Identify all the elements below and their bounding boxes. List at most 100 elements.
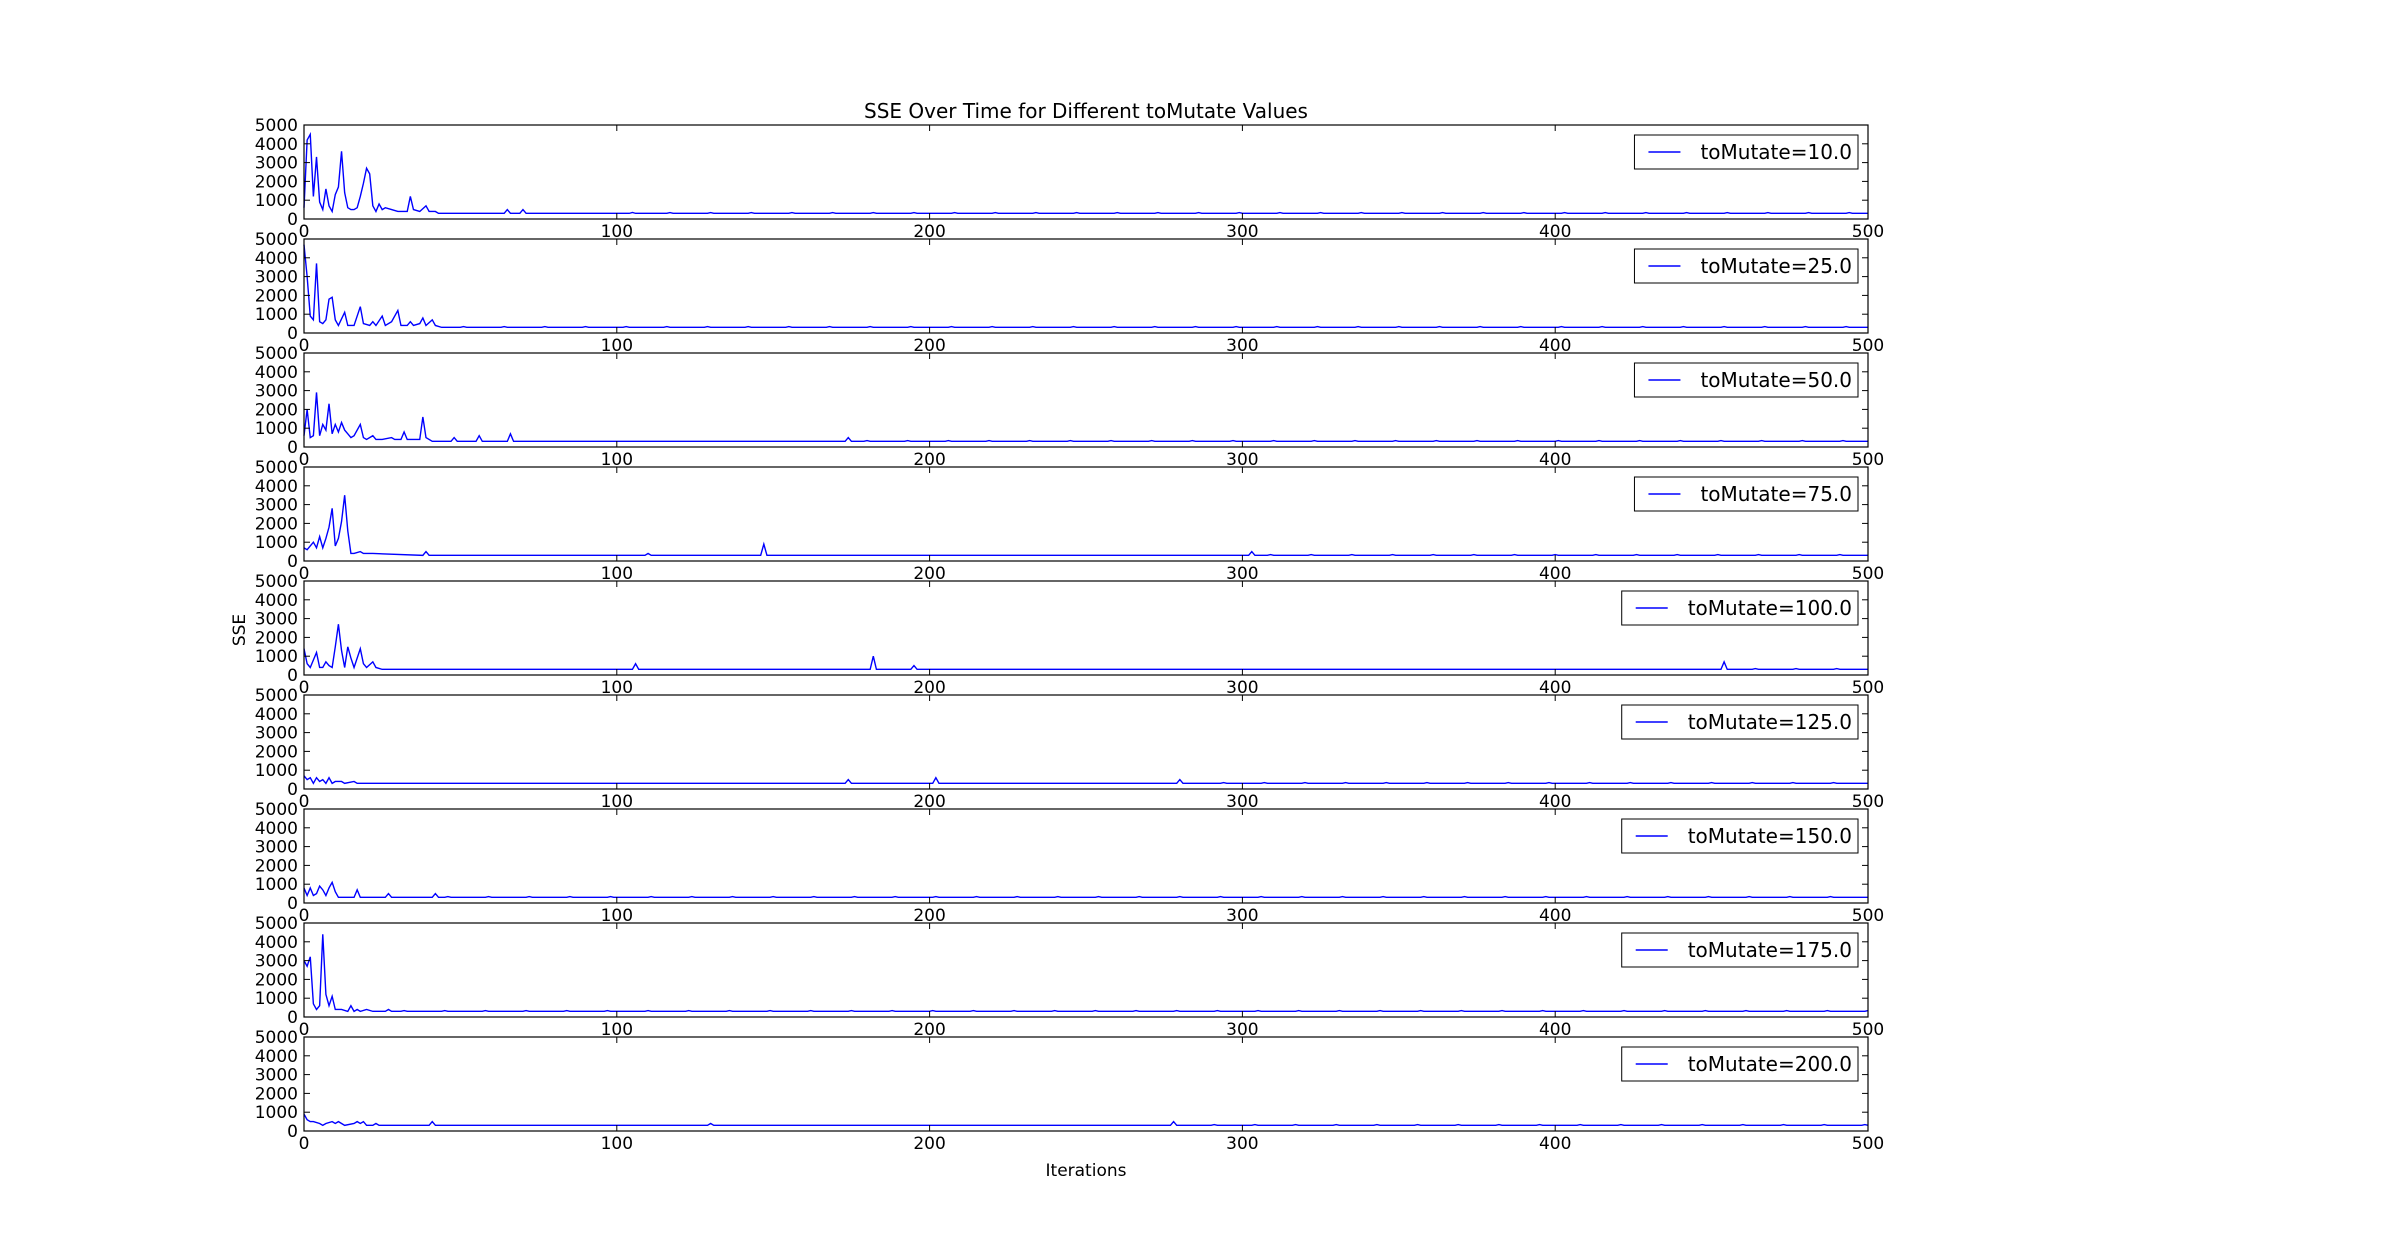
x-tick-label: 200 (913, 336, 945, 356)
legend: toMutate=125.0 (1621, 704, 1859, 740)
y-tick-label: 3000 (255, 1066, 298, 1086)
y-tick-label: 0 (287, 1008, 298, 1028)
y-tick-label: 0 (287, 666, 298, 686)
x-tick-label: 100 (601, 906, 633, 926)
y-tick-label: 3000 (255, 268, 298, 288)
legend: toMutate=200.0 (1621, 1046, 1859, 1082)
y-tick-label: 5000 (255, 458, 298, 478)
series-line (303, 624, 1868, 671)
x-tick-label: 200 (913, 1020, 945, 1040)
y-tick-label: 0 (287, 438, 298, 458)
axes-frame (303, 124, 1869, 220)
y-tick-label: 3000 (255, 952, 298, 972)
x-tick-label: 400 (1539, 792, 1571, 812)
x-tick-label: 300 (1226, 792, 1258, 812)
y-tick-label: 3000 (255, 724, 298, 744)
x-tick-label: 400 (1539, 906, 1571, 926)
x-tick-label: 500 (1852, 678, 1884, 698)
x-tick-label: 400 (1539, 1134, 1571, 1154)
y-tick-label: 5000 (255, 1028, 298, 1048)
x-tick-label: 300 (1226, 222, 1258, 242)
axes-frame (303, 694, 1869, 790)
x-tick-label: 300 (1226, 1020, 1258, 1040)
x-tick-label: 0 (299, 1020, 310, 1040)
y-tick-label: 4000 (255, 933, 298, 953)
series-line (303, 495, 1868, 557)
x-tick-label: 100 (601, 1134, 633, 1154)
series-line (303, 934, 1869, 1013)
legend-label: toMutate=10.0 (1700, 140, 1852, 164)
legend: toMutate=100.0 (1621, 590, 1859, 626)
series-line (303, 775, 1868, 785)
x-tick-label: 100 (601, 336, 633, 356)
legend: toMutate=50.0 (1633, 362, 1859, 398)
x-tick-label: 100 (601, 222, 633, 242)
y-tick-label: 0 (287, 894, 298, 914)
y-tick-label: 0 (287, 210, 298, 230)
y-tick-label: 1000 (255, 419, 298, 439)
legend-label: toMutate=175.0 (1688, 938, 1852, 962)
y-tick-label: 5000 (255, 230, 298, 250)
y-tick-label: 2000 (255, 1084, 298, 1104)
y-tick-label: 3000 (255, 610, 298, 630)
axes-frame (303, 352, 1869, 448)
x-tick-label: 200 (913, 906, 945, 926)
axes-frame (303, 466, 1869, 562)
x-tick-label: 300 (1226, 1134, 1258, 1154)
x-tick-label: 200 (913, 450, 945, 470)
x-tick-label: 500 (1852, 336, 1884, 356)
x-tick-label: 400 (1539, 1020, 1571, 1040)
x-tick-label: 100 (601, 450, 633, 470)
axes-frame (303, 922, 1869, 1018)
y-tick-label: 1000 (255, 305, 298, 325)
x-tick-label: 400 (1539, 222, 1571, 242)
y-tick-label: 4000 (255, 135, 298, 155)
legend: toMutate=175.0 (1621, 932, 1859, 968)
y-tick-label: 0 (287, 1122, 298, 1142)
y-tick-label: 2000 (255, 286, 298, 306)
x-tick-label: 500 (1852, 906, 1884, 926)
series-line (303, 131, 1868, 215)
x-tick-label: 300 (1226, 678, 1258, 698)
x-tick-label: 300 (1226, 336, 1258, 356)
y-tick-label: 2000 (255, 742, 298, 762)
x-tick-label: 400 (1539, 450, 1571, 470)
series-line (303, 392, 1868, 443)
y-tick-label: 5000 (255, 572, 298, 592)
x-tick-label: 0 (299, 906, 310, 926)
y-tick-label: 1000 (255, 647, 298, 667)
y-tick-label: 2000 (255, 856, 298, 876)
x-axis-label: Iterations (1046, 1161, 1127, 1181)
y-tick-label: 1000 (255, 761, 298, 781)
x-tick-label: 500 (1852, 1020, 1884, 1040)
y-tick-label: 2000 (255, 172, 298, 192)
y-tick-label: 2000 (255, 628, 298, 648)
x-tick-label: 100 (601, 1020, 633, 1040)
x-tick-label: 200 (913, 1134, 945, 1154)
axes-frame (303, 580, 1869, 676)
legend-label: toMutate=50.0 (1700, 368, 1852, 392)
x-tick-label: 0 (299, 792, 310, 812)
legend-label: toMutate=100.0 (1688, 596, 1852, 620)
y-tick-label: 4000 (255, 249, 298, 269)
y-axis-label: SSE (230, 614, 250, 646)
y-tick-label: 4000 (255, 705, 298, 725)
x-tick-label: 500 (1852, 222, 1884, 242)
y-tick-label: 1000 (255, 1103, 298, 1123)
y-tick-label: 3000 (255, 382, 298, 402)
x-tick-label: 300 (1226, 450, 1258, 470)
y-tick-label: 0 (287, 552, 298, 572)
y-tick-label: 4000 (255, 363, 298, 383)
y-tick-label: 1000 (255, 989, 298, 1009)
y-tick-label: 5000 (255, 686, 298, 706)
legend: toMutate=10.0 (1633, 134, 1859, 170)
y-tick-label: 3000 (255, 838, 298, 858)
